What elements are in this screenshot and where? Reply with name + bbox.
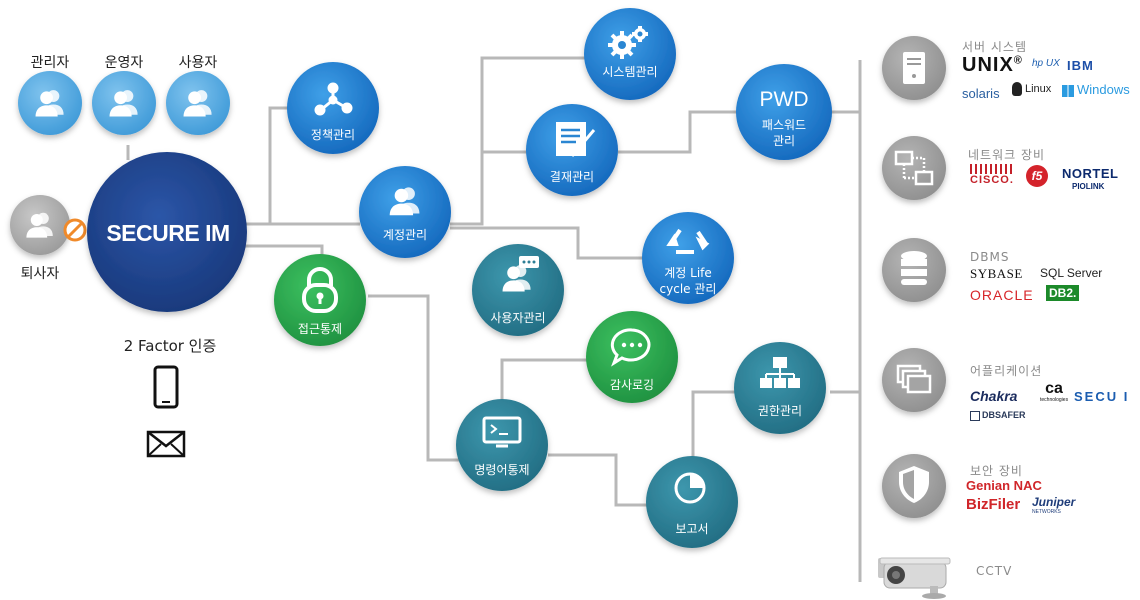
logo-nortel: NORTEL [1062, 166, 1119, 181]
node-password-label-1: 패스워드 [761, 118, 807, 132]
logo-cisco-text: CISCO. [970, 174, 1014, 186]
node-account-label: 계정관리 [382, 228, 428, 242]
logo-dbsafer: DBSAFER [970, 410, 1026, 421]
label-admin: 관리자 [30, 55, 70, 71]
logo-cisco: CISCO. [970, 164, 1014, 186]
lock-icon [302, 267, 338, 313]
logo-unix-mark: ® [1013, 54, 1023, 67]
logo-juniper-text: Juniper [1032, 495, 1076, 509]
node-lifecycle [642, 212, 734, 304]
label-retiree: 퇴사자 [20, 266, 60, 282]
cat-dbms-title: DBMS [970, 250, 1010, 264]
node-policy [287, 62, 379, 154]
linux-tux-icon [1012, 82, 1022, 96]
windows-flag-icon [1062, 84, 1074, 97]
user-user [166, 71, 230, 135]
database-icon [901, 251, 927, 285]
node-privilege-label: 권한관리 [757, 404, 803, 418]
org-chart-icon [760, 357, 800, 388]
auth-label: 2 Factor 인증 [123, 337, 217, 355]
mobile-phone-icon [153, 365, 179, 409]
logo-ca-text: ca [1045, 380, 1063, 397]
terminal-icon [482, 416, 522, 448]
user-operator [92, 71, 156, 135]
logo-linux-text: Linux [1025, 82, 1052, 95]
logo-ibm: IBM [1067, 58, 1094, 73]
logo-dbsafer-text: DBSAFER [982, 410, 1026, 420]
logo-ca-sub: technologies [1040, 397, 1069, 403]
logo-solaris: solaris [962, 86, 1000, 101]
user-chat-icon [502, 256, 539, 292]
cctv-camera-icon [878, 557, 951, 599]
logo-unix: UNIX® [962, 54, 1023, 77]
logo-windows: Windows [1062, 82, 1130, 97]
molecule-icon [314, 82, 353, 116]
logo-genian: Genian NAC [966, 478, 1042, 493]
node-system-label: 시스템관리 [602, 65, 658, 79]
cat-network-title: 네트워크 장비 [968, 148, 1046, 162]
logo-db2: DB2. [1046, 285, 1080, 301]
cisco-bars-icon [970, 164, 1012, 174]
logo-linux: Linux [1012, 82, 1051, 96]
logo-bizfiler: BizFiler [966, 496, 1021, 513]
cat-cctv-title: CCTV [976, 564, 1013, 578]
logo-f5: f5 [1026, 165, 1048, 187]
chat-bubble-icon [610, 328, 651, 367]
node-lifecycle-label-1: 계정 Life [664, 266, 712, 280]
node-password [736, 64, 832, 160]
user-retiree [10, 195, 70, 255]
node-lifecycle-label-2: cycle 관리 [659, 282, 717, 296]
logo-unix-text: UNIX [962, 54, 1014, 76]
server-icon [903, 52, 925, 84]
windows-stack-icon [896, 364, 932, 394]
logo-oracle: ORACLE [970, 287, 1034, 303]
node-password-title: PWD [759, 88, 809, 111]
recycle-icon [666, 228, 710, 254]
logo-sybase: SYBASE [970, 266, 1023, 281]
logo-secui: SECU I [1074, 389, 1130, 404]
network-icon [894, 150, 934, 186]
user-admin [18, 71, 82, 135]
logo-juniper: Juniper NETWORKS [1032, 495, 1076, 516]
cat-server-title: 서버 시스템 [962, 40, 1028, 54]
document-sign-icon [556, 122, 596, 157]
logo-hpux: hp UX [1032, 58, 1060, 69]
logo-ca: ca technologies [1040, 380, 1069, 404]
pie-chart-icon [674, 472, 706, 504]
cat-security-title: 보안 장비 [970, 464, 1023, 478]
shield-icon [899, 466, 929, 503]
node-user-management-label: 사용자관리 [490, 311, 546, 325]
gears-icon [608, 26, 648, 59]
logo-chakra: Chakra [970, 388, 1018, 404]
node-audit [586, 311, 678, 403]
blocked-icon [63, 218, 87, 242]
logo-juniper-sub: NETWORKS [1032, 509, 1061, 515]
node-report-label: 보고서 [675, 522, 709, 536]
label-operator: 운영자 [104, 55, 144, 71]
dbsafer-mark-icon [970, 410, 980, 421]
node-command-label: 명령어통제 [474, 463, 530, 477]
node-approval-label: 결재관리 [549, 170, 595, 184]
cat-network-circle [882, 136, 946, 200]
label-user: 사용자 [178, 55, 218, 71]
logo-piolink: PIOLINK [1072, 182, 1105, 191]
connector-lines [126, 56, 862, 582]
mail-envelope-icon [146, 430, 186, 458]
logo-sqlserver: SQL Server [1040, 266, 1103, 280]
secure-im-core [87, 152, 247, 312]
logo-windows-text: Windows [1077, 82, 1130, 97]
node-policy-label: 정책관리 [310, 128, 356, 142]
node-audit-label: 감사로깅 [609, 378, 655, 392]
core-title: SECURE IM [106, 220, 230, 246]
node-password-label-2: 관리 [772, 134, 796, 148]
node-access-label: 접근통제 [297, 322, 343, 336]
cat-app-title: 어플리케이션 [970, 364, 1043, 378]
